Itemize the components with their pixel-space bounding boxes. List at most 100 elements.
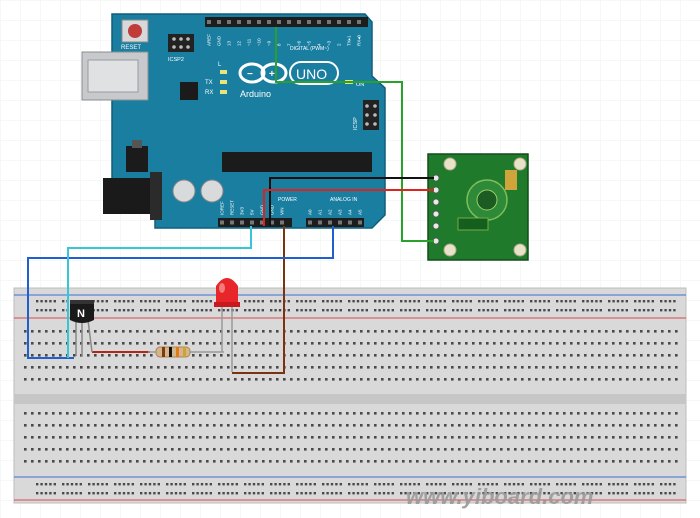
- digital-pin: [227, 20, 231, 24]
- power-pin: [240, 220, 244, 225]
- digital-pin: [267, 20, 271, 24]
- power-pin: [230, 220, 234, 225]
- analog-pin-header: A0 A1 A2 A3 A4 A5 ANALOG IN: [306, 197, 364, 227]
- analog-pin: [328, 220, 332, 225]
- digital-pin: [317, 20, 321, 24]
- dc-jack: [103, 178, 159, 214]
- analog-pin-label: A4: [348, 209, 353, 215]
- capacitor-1: [172, 179, 196, 203]
- red-led: [214, 278, 240, 372]
- digital-pin-label: GND: [217, 35, 222, 46]
- power-pin-header: IOREF RESET 3V3 5V GND GND VIN POWER: [218, 197, 297, 227]
- sensor-pin: [432, 210, 440, 218]
- arduino-logo: − + UNO Arduino: [238, 61, 339, 99]
- digital-pin: [207, 20, 211, 24]
- green-wire: [275, 27, 434, 242]
- usb-chip: [180, 82, 198, 100]
- analog-pin-label: A2: [328, 209, 333, 215]
- analog-pin-label: A0: [308, 209, 313, 215]
- breadboard: [13, 287, 687, 504]
- power-pin-label: GND: [270, 204, 275, 215]
- reset-label: RESET: [121, 45, 141, 51]
- digital-header-label: DIGITAL (PWM~): [290, 46, 329, 52]
- digital-pin-label: 2: [337, 43, 342, 46]
- cyan-wire: [67, 226, 252, 358]
- npn-transistor: N: [70, 300, 94, 356]
- digital-pin-label: TX▸1: [347, 35, 352, 46]
- transistor-marking: N: [77, 308, 85, 320]
- black-wire: [269, 177, 434, 226]
- digital-pin-label: ~3: [327, 40, 332, 46]
- power-header-label: POWER: [278, 197, 297, 203]
- analog-header-label: ANALOG IN: [330, 197, 358, 203]
- icsp-label: ICSP: [353, 117, 359, 130]
- analog-pin: [308, 220, 312, 225]
- digital-pin: [287, 20, 291, 24]
- blue-wire: [27, 226, 334, 359]
- tx-label: TX: [205, 80, 213, 86]
- on-label: ON: [356, 82, 364, 88]
- digital-pin: [357, 20, 361, 24]
- icsp2-label: ICSP2: [168, 57, 184, 63]
- digital-pin: [257, 20, 261, 24]
- analog-pin: [338, 220, 342, 225]
- icsp-header: ICSP: [353, 100, 379, 130]
- analog-pin-label: A3: [338, 209, 343, 215]
- sensor-pin: [432, 198, 440, 206]
- capacitor-2: [200, 179, 224, 203]
- digital-pin-label: 4: [317, 43, 322, 46]
- power-pin: [220, 220, 224, 225]
- digital-pin-label: ~9: [267, 40, 272, 46]
- resistor: [148, 346, 224, 358]
- watermark: www.yiboard.com: [406, 484, 593, 509]
- digital-pin: [277, 20, 281, 24]
- reset-button-cap: [128, 24, 142, 38]
- icsp2-header: ICSP2: [168, 34, 194, 63]
- digital-pin-label: ~6: [297, 40, 302, 46]
- rx-label: RX: [205, 90, 213, 96]
- red-wire: [263, 189, 434, 226]
- digital-pin-label: 7: [287, 43, 292, 46]
- power-pin-label: GND: [260, 204, 265, 215]
- power-pin-label: VIN: [280, 207, 285, 215]
- digital-pin-label: 13: [227, 40, 232, 46]
- digital-pin: [307, 20, 311, 24]
- digital-pin-label: RX◂0: [357, 34, 362, 46]
- voltage-regulator: [126, 146, 148, 172]
- svg-text:+: +: [269, 69, 275, 80]
- digital-pin: [237, 20, 241, 24]
- digital-pin-label: 8: [277, 43, 282, 46]
- analog-pin: [318, 220, 322, 225]
- brown-wire: [232, 226, 285, 374]
- arduino-brand-name: Arduino: [240, 89, 271, 99]
- power-pin: [270, 220, 274, 225]
- analog-pin: [358, 220, 362, 225]
- digital-pin-label: ~10: [257, 38, 262, 46]
- power-pin-label: 3V3: [240, 206, 245, 215]
- sensor-module: [427, 153, 529, 261]
- power-pin: [260, 220, 264, 225]
- power-pin-label: IOREF: [220, 201, 225, 215]
- analog-pin-label: A1: [318, 209, 323, 215]
- digital-pin-label: ~5: [307, 40, 312, 46]
- digital-pin: [327, 20, 331, 24]
- digital-pin: [337, 20, 341, 24]
- power-pin-label: RESET: [230, 200, 235, 215]
- analog-pin-label: A5: [358, 209, 363, 215]
- svg-text:−: −: [247, 69, 253, 80]
- power-pin-label: 5V: [250, 209, 255, 215]
- atmega-chip: [222, 152, 372, 172]
- digital-pin: [217, 20, 221, 24]
- digital-pin: [297, 20, 301, 24]
- power-pin: [250, 220, 254, 225]
- digital-pin-label: 12: [237, 40, 242, 46]
- analog-pin: [348, 220, 352, 225]
- arduino-board: RESET ICSP2 TX RX L − + UNO: [81, 13, 386, 229]
- digital-pin: [247, 20, 251, 24]
- l-label: L: [218, 62, 222, 68]
- digital-pin-label: AREF: [207, 34, 212, 46]
- uno-badge: UNO: [296, 66, 327, 82]
- center-channel: [14, 394, 686, 404]
